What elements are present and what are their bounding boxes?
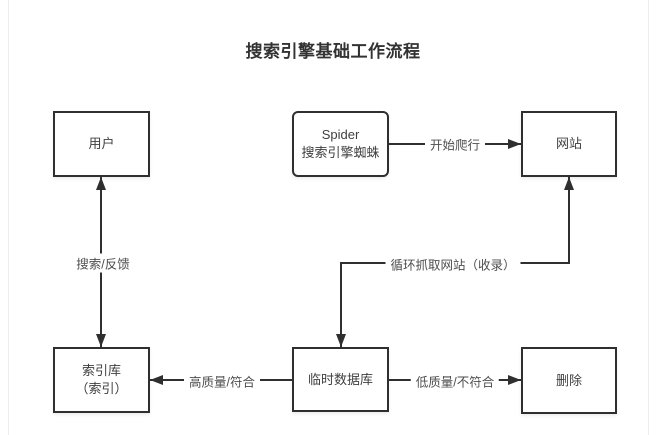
node-delete: 删除 xyxy=(521,347,617,414)
edge-low-quality-label: 低质量/不符合 xyxy=(410,371,500,391)
node-website: 网站 xyxy=(521,111,617,177)
edge-loop-crawl-label: 循环抓取网站（收录） xyxy=(385,254,521,274)
node-index-db: 索引库 （索引） xyxy=(53,347,150,413)
arrowhead-down-icon xyxy=(96,334,106,347)
edge-search-feedback-label: 搜索/反馈 xyxy=(71,253,135,273)
node-delete-label: 删除 xyxy=(555,372,582,388)
arrowhead-left-icon xyxy=(150,375,163,385)
edge-loop-crawl-line-left xyxy=(340,262,342,347)
node-spider-title: Spider xyxy=(321,127,360,142)
node-temp-db-label: 临时数据库 xyxy=(307,371,373,387)
page-left-border xyxy=(8,0,9,435)
edge-high-quality-label: 高质量/符合 xyxy=(184,371,260,391)
arrowhead-up-icon xyxy=(96,177,106,190)
edge-loop-crawl-line-right xyxy=(568,177,570,264)
page-title: 搜索引擎基础工作流程 xyxy=(245,42,421,61)
node-user-label: 用户 xyxy=(88,136,115,151)
page-right-border xyxy=(648,0,649,435)
arrowhead-down-icon xyxy=(336,334,346,347)
node-spider-subtitle: 搜索引擎蜘蛛 xyxy=(301,145,380,160)
node-index-db-label: 索引库 xyxy=(81,363,121,378)
node-index-db-sublabel: （索引） xyxy=(75,381,128,396)
node-temp-db: 临时数据库 xyxy=(292,347,389,412)
node-website-label: 网站 xyxy=(555,136,582,151)
arrowhead-right-icon xyxy=(508,375,521,385)
arrowhead-up-icon xyxy=(564,177,574,190)
node-spider: Spider 搜索引擎蜘蛛 xyxy=(292,111,389,177)
arrowhead-right-icon xyxy=(508,139,521,149)
edge-start-crawl-label: 开始爬行 xyxy=(424,134,486,154)
node-user: 用户 xyxy=(53,111,150,177)
